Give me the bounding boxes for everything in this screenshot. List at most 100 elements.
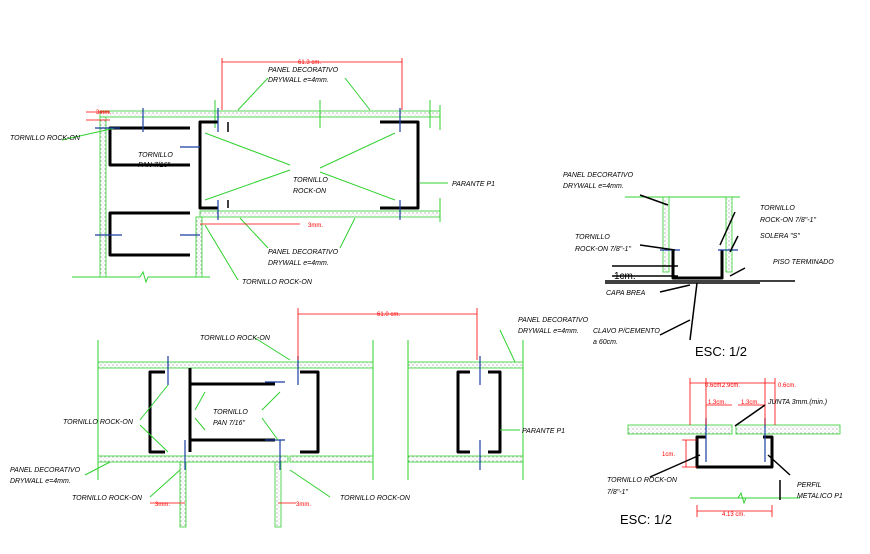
dim-bl-gap-left: 3mm. — [155, 502, 170, 508]
break-line-bottom — [72, 270, 210, 284]
dim-br-height: 1cm. — [662, 452, 675, 458]
stud-bl-4 — [456, 370, 502, 454]
label-tr-clavo-2: a 60cm. — [593, 339, 618, 346]
board-bottom-tl — [199, 210, 441, 218]
label-tr-left-2: ROCK-ON 7/8"-1" — [575, 246, 631, 253]
screw-group-tl — [95, 108, 401, 236]
dim-tl-gap: 3mm. — [96, 110, 111, 116]
label-tr-left-1: TORNILLO — [575, 234, 610, 241]
plan-detail-top-left: 61.3 cm. 3mm. 3mm. PANEL DECORATIVO DRYW… — [10, 58, 495, 286]
label-br-junta: JUNTA 3mm.(min.) — [767, 399, 827, 406]
label-br-tornillo-1: TORNILLO ROCK-ON — [607, 477, 678, 484]
board-bottom-bl — [97, 455, 289, 463]
dim-br-top-mid: 2.9cm. — [722, 383, 740, 389]
board-right-tr — [725, 196, 733, 273]
dim-line-br-bottom — [696, 505, 773, 517]
label-tr-clavo-1: CLAVO P/CEMENTO — [593, 328, 660, 335]
screw-group-bl — [167, 356, 481, 470]
label-bl-tornillo-bottom-left: TORNILLO ROCK-ON — [72, 495, 143, 502]
dim-tl-gap-bottom: 3mm. — [308, 223, 323, 229]
label-bl-pan-1: TORNILLO — [213, 409, 248, 416]
dim-bl-gap-right: 3mm. — [296, 502, 311, 508]
board-bottom-stub-tl — [195, 216, 203, 278]
leaders-bl-outer — [84, 329, 520, 498]
dim-bl-width: 61.0 cm. — [377, 312, 400, 318]
label-bl-tornillo-top: TORNILLO ROCK-ON — [200, 335, 271, 342]
label-tl-pan-2: PAN 7/16" — [138, 162, 170, 169]
board-right-br — [735, 424, 841, 435]
leader-left — [61, 127, 116, 141]
leaders-bottom — [239, 217, 356, 249]
board-stub-right — [274, 461, 282, 528]
label-tl-drywall-bottom: DRYWALL e=4mm. — [268, 260, 329, 267]
label-bl-panel-right: PANEL DECORATIVO — [518, 317, 589, 324]
dim-line-bl-width — [297, 308, 478, 360]
label-br-perfil-2: METALICO P1 — [797, 493, 843, 500]
stud-center-left — [198, 120, 218, 210]
label-tr-drywall: DRYWALL e=4mm. — [563, 183, 624, 190]
label-bl-parante: PARANTE P1 — [522, 428, 565, 435]
label-br-tornillo-2: 7/8"-1" — [607, 489, 628, 496]
label-tl-drywall: DRYWALL e=4mm. — [268, 77, 329, 84]
leaders-br — [649, 404, 791, 500]
dim-line-br-height — [682, 439, 697, 468]
break-line-br — [690, 491, 800, 505]
label-tl-center-1: TORNILLO — [293, 177, 328, 184]
label-tr-right-1: TORNILLO — [760, 205, 795, 212]
board-bottom-bl-2 — [289, 455, 374, 463]
dim-line-tl-width — [221, 58, 403, 110]
profile-br — [695, 435, 774, 469]
leaders-center — [204, 132, 396, 201]
scale-br: ESC: 1/2 — [620, 512, 672, 527]
label-tr-piso: PISO TERMINADO — [773, 259, 834, 266]
dim-br-top-right: 0.6cm. — [778, 383, 796, 389]
label-tl-panel-bottom: PANEL DECORATIVO — [268, 249, 339, 256]
dim-br-top-left: 0.6cm. — [705, 383, 723, 389]
label-bl-pan-2: PAN 7/16" — [213, 420, 245, 427]
dim-br-inner-left: 1.3cm. — [708, 400, 726, 406]
stud-top-left — [108, 126, 190, 167]
leaders-top — [237, 77, 371, 111]
solera-tr — [671, 250, 724, 280]
label-tr-right-2: ROCK-ON 7/8"-1" — [760, 217, 816, 224]
leader-bottom-screw — [204, 224, 239, 281]
scale-tr: ESC: 1/2 — [695, 344, 747, 359]
stud-bl-3 — [300, 370, 320, 454]
stud-bottom-left — [108, 211, 190, 257]
section-detail-top-right: 1cm. PANEL DECORATIVO DRYWALL e=4mm. TOR… — [563, 172, 834, 359]
stud-bl-2 — [188, 368, 275, 452]
board-stub-left — [179, 461, 187, 528]
label-tl-parante: PARANTE P1 — [452, 181, 495, 188]
board-top-bl — [97, 361, 374, 369]
dim-tr-height: 1cm. — [614, 271, 636, 282]
label-tr-capa: CAPA BREA — [606, 290, 646, 297]
board-left-tr — [662, 196, 670, 273]
label-bl-drywall-right: DRYWALL e=4mm. — [518, 328, 579, 335]
label-tl-center-2: ROCK-ON — [293, 188, 327, 195]
label-tl-tornillo-left: TORNILLO ROCK-ON — [10, 135, 81, 142]
board-bottom-bl-right — [407, 455, 524, 463]
joint-detail-bottom-right: 0.6cm. 2.9cm. 0.6cm. 1.3cm. 1.3cm. 1cm. … — [607, 378, 843, 527]
label-bl-tornillo-left: TORNILLO ROCK-ON — [63, 419, 134, 426]
dim-line-br-top — [689, 378, 776, 425]
dim-br-inner-right: 1.3cm. — [741, 400, 759, 406]
stud-center-right — [380, 120, 420, 210]
clavo-nail — [689, 282, 698, 341]
plan-detail-bottom-left: 61.0 cm. 3mm. 3mm. TORNILLO ROCK-ON TORN… — [10, 308, 589, 528]
dim-line-tr-height — [612, 265, 678, 277]
leaders-tr — [639, 194, 746, 336]
board-top-tl — [99, 110, 441, 118]
label-bl-tornillo-bottom-right: TORNILLO ROCK-ON — [340, 495, 411, 502]
stud-bl-1 — [148, 370, 165, 454]
board-top-bl-right — [407, 361, 524, 369]
dim-line-tl-gap — [86, 111, 110, 121]
dim-br-bottom: 4.13 cm. — [722, 512, 745, 518]
label-bl-panel: PANEL DECORATIVO — [10, 467, 81, 474]
label-tl-pan-1: TORNILLO — [138, 152, 173, 159]
leaders-bl — [139, 384, 281, 453]
dim-tl-width: 61.3 cm. — [298, 60, 321, 66]
label-bl-drywall: DRYWALL e=4mm. — [10, 478, 71, 485]
label-tl-tornillo-bottom: TORNILLO ROCK-ON — [242, 279, 313, 286]
label-br-perfil-1: PERFIL — [797, 482, 822, 489]
